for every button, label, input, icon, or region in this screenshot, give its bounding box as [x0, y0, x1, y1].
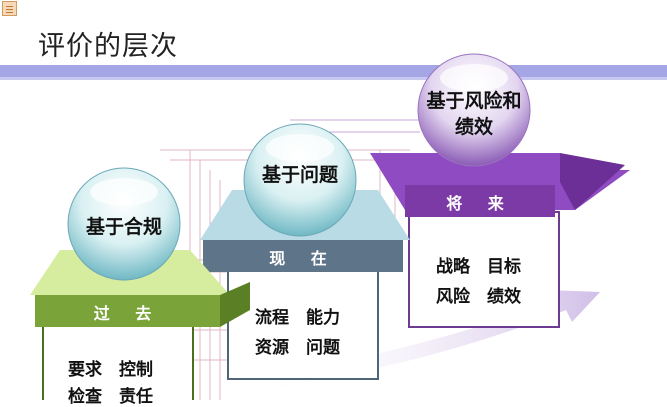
future-content-box [408, 211, 560, 328]
present-text-line-1: 流程 能力 [255, 308, 340, 328]
future-sphere-label-line-2: 绩效 [454, 116, 493, 138]
past-header-label: 过 去 [93, 304, 162, 323]
future-text-line-1: 战略 目标 [436, 257, 521, 277]
present-header-label: 现 在 [269, 249, 337, 268]
page-title: 评价的层次 [38, 31, 178, 62]
present-text-line-2: 资源 问题 [255, 338, 340, 358]
present-content-box [227, 262, 379, 380]
title-underline-bar-light [0, 77, 667, 80]
past-content-box [42, 322, 194, 400]
present-header-bar [203, 240, 403, 272]
past-text-line-1: 要求 控制 [68, 360, 153, 380]
past-header-bar [35, 295, 220, 327]
present-sphere-label: 基于问题 [261, 164, 338, 186]
past-sphere-label: 基于合规 [85, 216, 162, 238]
past-text-line-2: 检查 责任 [68, 387, 153, 407]
future-sphere-label-line-1: 基于风险和 [426, 90, 522, 112]
future-header-bar [405, 185, 555, 217]
slide-icon [2, 1, 17, 16]
future-header-label: 将 来 [446, 194, 514, 213]
future-sphere-label: 基于风险和 绩效 [410, 88, 538, 140]
future-text-line-2: 风险 绩效 [436, 287, 521, 307]
